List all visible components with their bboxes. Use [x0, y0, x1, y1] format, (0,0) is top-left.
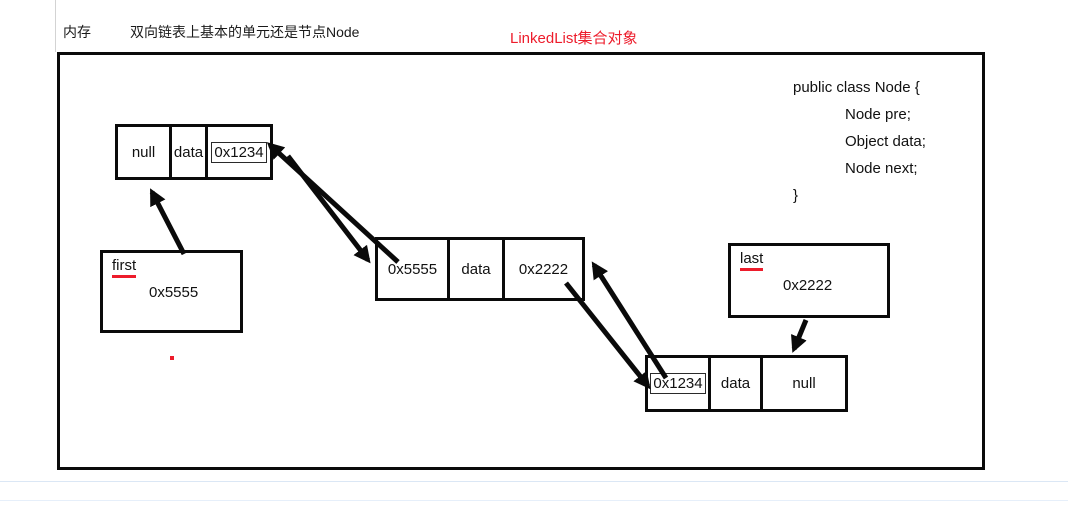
first-pointer-value: 0x5555: [149, 284, 199, 301]
red-dot-mark: [170, 356, 174, 360]
code-line-class-open: public class Node {: [793, 79, 920, 96]
first-pointer-label: first: [112, 257, 137, 278]
node2-next-cell: 0x2222: [518, 260, 569, 278]
code-line-next-field: Node next;: [845, 160, 918, 177]
first-pointer-box: first 0x5555: [100, 250, 243, 333]
node1-next-value: 0x1234: [211, 141, 267, 163]
node3-box: 0x1234 data null: [645, 355, 848, 412]
memory-label: 内存: [63, 24, 91, 40]
code-line-data-field: Object data;: [845, 133, 926, 150]
last-pointer-value: 0x2222: [783, 277, 833, 294]
node-class-definition: public class Node { Node pre; Object dat…: [793, 74, 926, 209]
last-pointer-box: last 0x2222: [728, 243, 890, 318]
node1-box: null data 0x1234: [115, 124, 273, 180]
node2-box: 0x5555 data 0x2222: [375, 237, 585, 301]
node3-prev-value: 0x1234: [650, 373, 706, 394]
last-pointer-label: last: [740, 250, 764, 271]
code-line-class-close: }: [793, 187, 799, 204]
memory-box: [57, 52, 985, 470]
node3-data-cell: data: [711, 358, 763, 409]
node3-prev-cell: 0x1234: [648, 358, 711, 409]
node1-data-cell: data: [172, 127, 208, 177]
window-edge-line-lower: [0, 500, 1068, 501]
node1-prev-cell: null: [118, 127, 172, 177]
node3-null-cell: null: [792, 375, 816, 392]
linkedlist-title: LinkedList集合对象: [510, 30, 638, 47]
node1-next-cell: 0x1234: [208, 127, 270, 177]
code-line-pre-field: Node pre;: [845, 106, 911, 123]
node2-data-cell: data: [450, 240, 505, 298]
window-edge-line-upper: [0, 481, 1068, 482]
diagram-subtitle: 双向链表上基本的单元还是节点Node: [130, 24, 360, 40]
canvas-edge-vertical-line: [55, 0, 56, 52]
node2-prev-cell: 0x5555: [378, 240, 450, 298]
